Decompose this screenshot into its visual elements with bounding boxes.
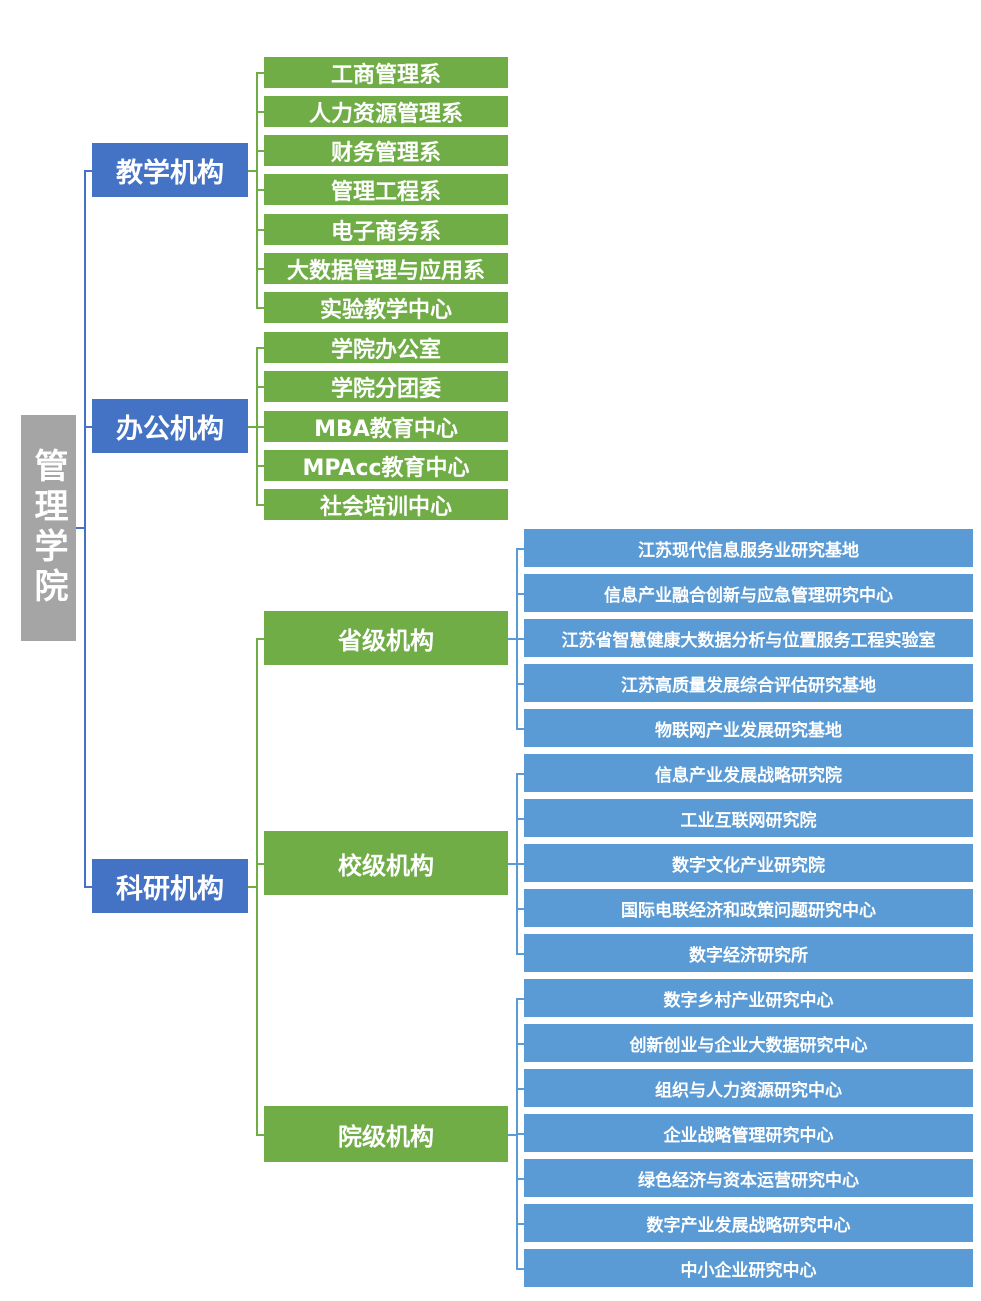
connector-line bbox=[516, 683, 524, 685]
department-item: 管理工程系 bbox=[264, 174, 508, 205]
connector-line bbox=[256, 347, 258, 506]
research-item: 数字产业发展战略研究中心 bbox=[524, 1204, 973, 1242]
connector-line bbox=[256, 426, 264, 428]
research-group-2: 院级机构 bbox=[264, 1106, 508, 1162]
connector-line bbox=[516, 1133, 524, 1135]
department-item: 电子商务系 bbox=[264, 214, 508, 245]
connector-line bbox=[84, 886, 92, 888]
connector-line bbox=[248, 426, 256, 428]
connector-line bbox=[256, 111, 264, 113]
office-item: 社会培训中心 bbox=[264, 489, 508, 520]
node-research: 科研机构 bbox=[92, 859, 248, 913]
research-item: 信息产业发展战略研究院 bbox=[524, 754, 973, 792]
research-item: 工业互联网研究院 bbox=[524, 799, 973, 837]
research-item: 江苏高质量发展综合评估研究基地 bbox=[524, 664, 973, 702]
connector-line bbox=[256, 638, 264, 640]
connector-line bbox=[248, 170, 256, 172]
research-item: 江苏省智慧健康大数据分析与位置服务工程实验室 bbox=[524, 619, 973, 657]
connector-line bbox=[516, 593, 524, 595]
research-item: 中小企业研究中心 bbox=[524, 1249, 973, 1287]
connector-line bbox=[516, 953, 524, 955]
connector-line bbox=[516, 1088, 524, 1090]
connector-line bbox=[256, 465, 264, 467]
connector-line bbox=[516, 1223, 524, 1225]
connector-line bbox=[516, 818, 524, 820]
connector-line bbox=[516, 773, 524, 775]
research-item: 数字文化产业研究院 bbox=[524, 844, 973, 882]
research-item: 江苏现代信息服务业研究基地 bbox=[524, 529, 973, 567]
connector-line bbox=[516, 1178, 524, 1180]
research-item: 物联网产业发展研究基地 bbox=[524, 709, 973, 747]
connector-line bbox=[84, 170, 86, 888]
connector-line bbox=[256, 229, 264, 231]
research-item: 企业战略管理研究中心 bbox=[524, 1114, 973, 1152]
department-item: 大数据管理与应用系 bbox=[264, 253, 508, 284]
connector-line bbox=[256, 863, 264, 865]
connector-line bbox=[516, 998, 518, 1270]
research-item: 信息产业融合创新与应急管理研究中心 bbox=[524, 574, 973, 612]
connector-line bbox=[516, 638, 524, 640]
connector-line bbox=[248, 886, 256, 888]
connector-line bbox=[516, 548, 518, 730]
connector-line bbox=[84, 426, 92, 428]
connector-line bbox=[516, 773, 518, 955]
research-item: 组织与人力资源研究中心 bbox=[524, 1069, 973, 1107]
root-node: 管理学院 bbox=[21, 415, 76, 641]
connector-line bbox=[256, 307, 264, 309]
connector-line bbox=[256, 268, 264, 270]
connector-line bbox=[256, 150, 264, 152]
connector-line bbox=[516, 548, 524, 550]
department-item: 财务管理系 bbox=[264, 135, 508, 166]
connector-line bbox=[256, 504, 264, 506]
connector-line bbox=[516, 998, 524, 1000]
connector-line bbox=[256, 189, 264, 191]
connector-line bbox=[256, 72, 264, 74]
connector-line bbox=[516, 728, 524, 730]
connector-line bbox=[516, 1268, 524, 1270]
connector-line bbox=[508, 1134, 516, 1136]
connector-line bbox=[256, 1134, 264, 1136]
research-item: 绿色经济与资本运营研究中心 bbox=[524, 1159, 973, 1197]
connector-line bbox=[508, 863, 516, 865]
office-item: MBA教育中心 bbox=[264, 411, 508, 442]
connector-line bbox=[256, 386, 264, 388]
connector-line bbox=[256, 72, 258, 309]
department-item: 工商管理系 bbox=[264, 57, 508, 88]
research-item: 数字乡村产业研究中心 bbox=[524, 979, 973, 1017]
research-item: 创新创业与企业大数据研究中心 bbox=[524, 1024, 973, 1062]
connector-line bbox=[256, 638, 258, 1136]
office-item: MPAcc教育中心 bbox=[264, 450, 508, 481]
research-item: 数字经济研究所 bbox=[524, 934, 973, 972]
node-teaching: 教学机构 bbox=[92, 143, 248, 197]
office-item: 学院办公室 bbox=[264, 332, 508, 363]
connector-line bbox=[516, 908, 524, 910]
department-item: 人力资源管理系 bbox=[264, 96, 508, 127]
connector-line bbox=[256, 347, 264, 349]
research-group-1: 校级机构 bbox=[264, 831, 508, 895]
connector-line bbox=[516, 1043, 524, 1045]
connector-line bbox=[84, 170, 92, 172]
office-item: 学院分团委 bbox=[264, 371, 508, 402]
connector-line bbox=[516, 863, 524, 865]
department-item: 实验教学中心 bbox=[264, 292, 508, 323]
connector-line bbox=[76, 527, 84, 529]
node-office: 办公机构 bbox=[92, 399, 248, 453]
research-item: 国际电联经济和政策问题研究中心 bbox=[524, 889, 973, 927]
connector-line bbox=[508, 638, 516, 640]
research-group-0: 省级机构 bbox=[264, 611, 508, 665]
